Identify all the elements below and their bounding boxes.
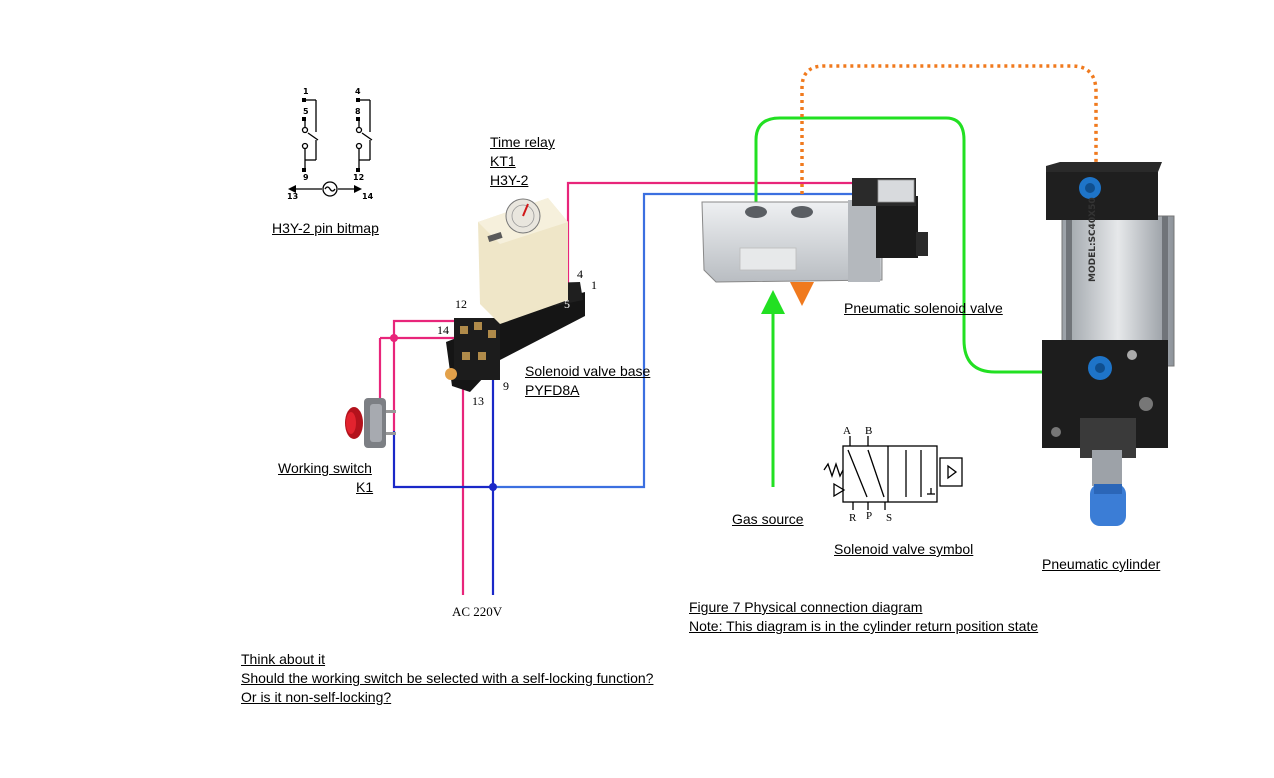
port-p: P — [866, 510, 873, 522]
neutral-junction — [489, 483, 497, 491]
pin-bitmap — [292, 99, 373, 197]
air-line-b — [800, 64, 1098, 194]
time-relay-model: H3Y-2 — [490, 172, 529, 188]
working-switch — [345, 398, 396, 448]
pin-14: 14 — [437, 323, 449, 337]
bitmap-pin-12: 12 — [353, 173, 365, 182]
neutral-wire-valve — [493, 192, 852, 489]
neutral-wires — [392, 192, 852, 595]
port-r: R — [849, 512, 857, 524]
pin-1: 1 — [591, 278, 597, 292]
gas-source-label: Gas source — [732, 511, 804, 527]
think-title: Think about it — [241, 651, 326, 667]
bitmap-pin-4: 4 — [355, 87, 361, 96]
port-a: A — [843, 425, 851, 437]
port-s: S — [886, 512, 893, 524]
air-line-a — [754, 116, 1090, 384]
figure-caption: Figure 7 Physical connection diagram — [689, 599, 923, 615]
valve-base-model: PYFD8A — [525, 382, 580, 398]
pin-4: 4 — [577, 267, 583, 281]
time-relay — [478, 198, 568, 324]
solenoid-valve — [701, 178, 928, 283]
power-label: AC 220V — [452, 604, 503, 619]
bitmap-pin-8: 8 — [355, 107, 361, 116]
live-wire-top-loop — [392, 319, 466, 431]
valve-symbol-label: Solenoid valve symbol — [834, 541, 974, 557]
think-question: Should the working switch be selected wi… — [241, 670, 654, 686]
neutral-wire-switch — [392, 431, 493, 489]
bitmap-pin-9: 9 — [303, 173, 309, 182]
bitmap-pin-13: 13 — [287, 192, 299, 201]
port-b: B — [865, 425, 873, 437]
pneumatic-cylinder — [1042, 162, 1175, 526]
time-relay-code: KT1 — [490, 153, 516, 169]
bitmap-pin-5: 5 — [303, 107, 309, 116]
pin-12: 12 — [455, 297, 467, 311]
pneumatic-valve-label: Pneumatic solenoid valve — [844, 300, 1003, 316]
relay-base — [445, 282, 585, 392]
working-switch-label: Working switch — [278, 460, 372, 476]
pin-bitmap-label: H3Y-2 pin bitmap — [272, 220, 379, 236]
bitmap-pin-14: 14 — [362, 192, 374, 201]
live-junction — [390, 334, 398, 342]
valve-base-label: Solenoid valve base — [525, 363, 651, 379]
think-question-2: Or is it non-self-locking? — [241, 689, 392, 705]
working-switch-code: K1 — [356, 479, 374, 495]
figure-note: Note: This diagram is in the cylinder re… — [689, 618, 1039, 634]
cylinder-model: MODEL:SC40X50 — [1088, 197, 1098, 282]
cylinder-label: Pneumatic cylinder — [1042, 556, 1161, 572]
pin-9: 9 — [503, 379, 509, 393]
time-relay-label: Time relay — [490, 134, 555, 150]
pin-5: 5 — [564, 297, 570, 311]
pin-13: 13 — [472, 394, 484, 408]
valve-symbol — [823, 436, 963, 510]
bitmap-pin-1: 1 — [303, 87, 309, 96]
